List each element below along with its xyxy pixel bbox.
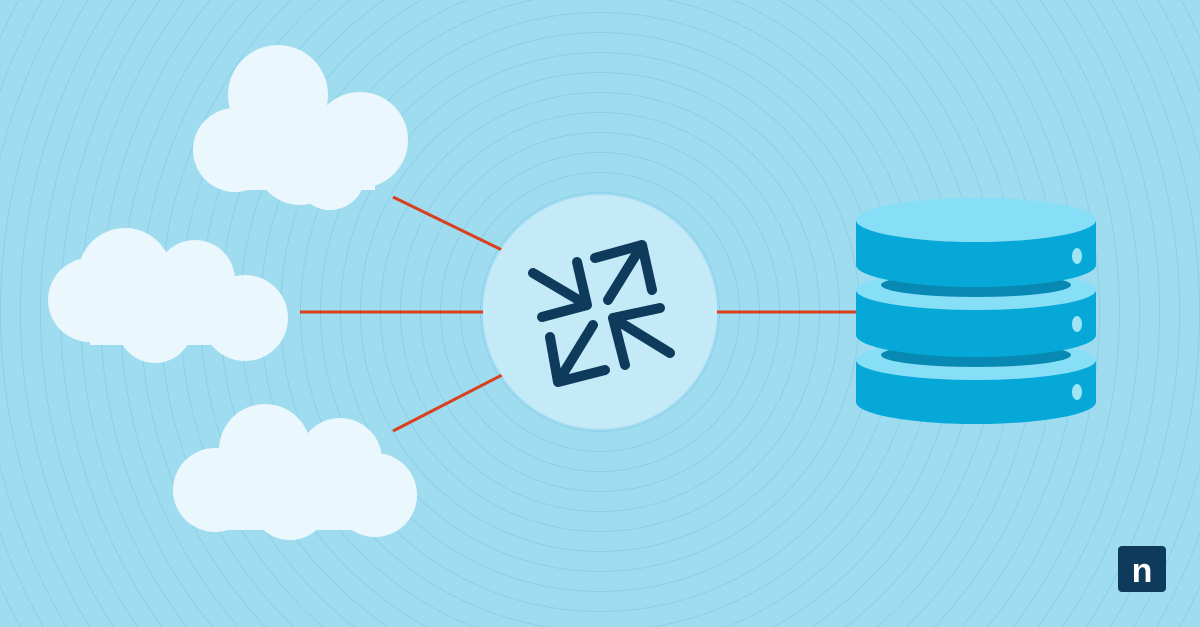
cloud-icon — [193, 45, 408, 210]
hub-circle — [483, 195, 717, 429]
ninjaone-logo: n — [1118, 546, 1166, 592]
logo-letter: n — [1132, 552, 1153, 590]
connector-top-cloud — [392, 195, 503, 252]
connector-bottom-cloud — [392, 373, 503, 433]
cloud-icon — [173, 404, 417, 540]
cloud-icon — [48, 228, 288, 363]
connector-lines — [300, 195, 860, 433]
arrows-converge-diverge-icon — [528, 240, 675, 387]
database-icon — [856, 198, 1096, 424]
